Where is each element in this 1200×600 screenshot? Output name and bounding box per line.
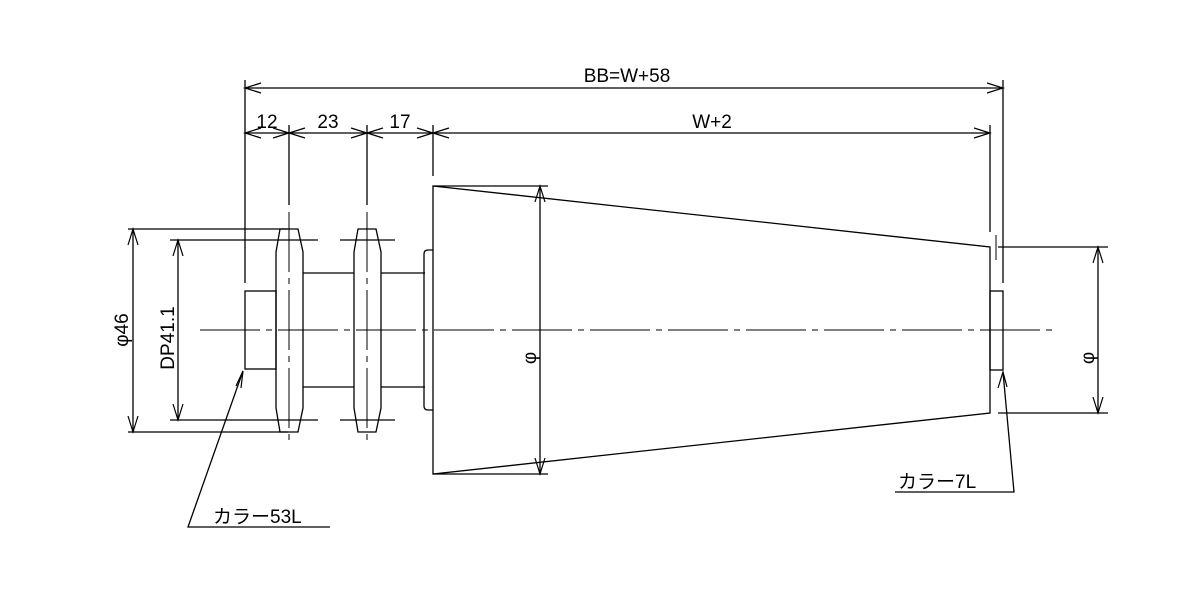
dp41-text: DP41.1 xyxy=(158,306,179,369)
dim-w-plus-2: W+2 xyxy=(692,112,732,133)
leader-right-collar: カラー7L xyxy=(895,369,1015,493)
overall-dimension-text: BB=W+58 xyxy=(584,66,671,87)
left-collar-label: カラー53L xyxy=(213,507,302,528)
flange xyxy=(423,249,433,411)
dim-17: 17 xyxy=(389,112,410,133)
dimension-overall: BB=W+58 xyxy=(242,66,1006,94)
tapered-drum xyxy=(432,185,991,475)
shaft-phi-text: φ xyxy=(1078,352,1099,364)
dimension-dp41: DP41.1 xyxy=(158,237,395,423)
sprocket-2 xyxy=(353,228,382,433)
dimension-drum-phi: φ xyxy=(433,183,548,477)
dimension-shaft-phi: φ xyxy=(998,244,1108,416)
dimension-phi46: φ46 xyxy=(112,226,288,435)
extension-lines xyxy=(244,80,1004,440)
sprocket-1 xyxy=(275,228,304,433)
dimension-row: 12 23 17 W+2 xyxy=(242,112,993,139)
hub xyxy=(303,272,425,388)
dim-23: 23 xyxy=(317,112,338,133)
leader-left-collar: カラー53L xyxy=(187,370,330,528)
dim-12: 12 xyxy=(256,112,277,133)
right-collar xyxy=(989,290,1004,371)
phi46-text: φ46 xyxy=(112,313,133,346)
right-collar-label: カラー7L xyxy=(898,472,976,493)
drum-phi-text: φ xyxy=(520,352,541,364)
